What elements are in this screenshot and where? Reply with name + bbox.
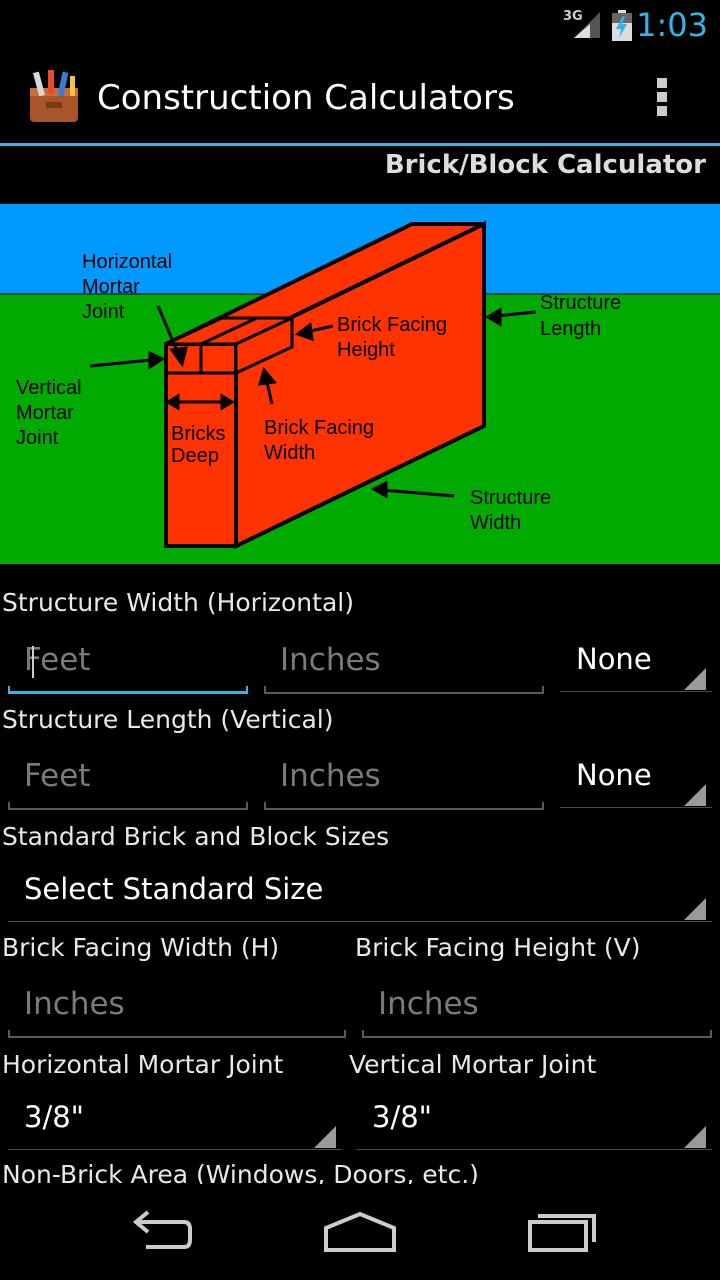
svg-text:Length: Length	[540, 318, 601, 340]
field-underline	[264, 802, 544, 810]
overflow-menu-icon[interactable]	[657, 78, 669, 118]
action-bar: Construction Calculators	[0, 50, 720, 144]
page-subtitle: Brick/Block Calculator	[384, 150, 706, 180]
svg-text:Mortar: Mortar	[82, 276, 140, 298]
standard-sizes-label: Standard Brick and Block Sizes	[2, 822, 390, 851]
svg-text:Mortar: Mortar	[16, 402, 74, 424]
dropdown-corner-icon	[684, 784, 706, 806]
structure-width-feet-field[interactable]	[8, 632, 248, 694]
diagram-label-structure-length: Structure	[540, 292, 621, 314]
svg-text:Joint: Joint	[82, 301, 125, 323]
toolbox-icon[interactable]	[26, 66, 82, 126]
standard-size-spinner[interactable]: Select Standard Size	[8, 862, 712, 924]
structure-length-fraction-spinner[interactable]: None	[560, 748, 712, 810]
structure-length-feet-field[interactable]	[8, 748, 248, 810]
brick-facing-width-field[interactable]	[8, 976, 346, 1038]
structure-width-label: Structure Width (Horizontal)	[2, 588, 354, 617]
battery-charging-icon	[612, 10, 632, 41]
field-underline	[8, 1030, 346, 1038]
svg-text:Joint: Joint	[16, 427, 59, 449]
text-cursor	[32, 646, 34, 678]
brick-facing-height-input[interactable]	[362, 976, 712, 1032]
dropdown-corner-icon	[684, 668, 706, 690]
brick-facing-width-label: Brick Facing Width (H)	[2, 933, 280, 962]
field-underline	[362, 1030, 712, 1038]
dropdown-corner-icon	[684, 898, 706, 920]
network-type: 3G	[563, 9, 583, 24]
diagram-label-structure-width: Structure	[470, 487, 551, 509]
diagram-label-brick-facing-width: Brick Facing	[264, 417, 374, 439]
diagram-label-bricks-deep: Bricks	[171, 423, 225, 445]
home-icon[interactable]	[322, 1202, 398, 1262]
horizontal-mortar-joint-label: Horizontal Mortar Joint	[2, 1050, 284, 1079]
vertical-mortar-joint-spinner[interactable]: 3/8"	[356, 1090, 712, 1152]
structure-length-label: Structure Length (Vertical)	[2, 705, 334, 734]
field-underline	[8, 686, 248, 694]
brick-facing-height-label: Brick Facing Height (V)	[355, 933, 641, 962]
app-title: Construction Calculators	[97, 78, 515, 118]
brick-wall-diagram: Horizontal Mortar Joint Vertical Mortar …	[0, 204, 720, 564]
dropdown-corner-icon	[314, 1126, 336, 1148]
recent-apps-icon[interactable]	[526, 1202, 600, 1262]
structure-width-inches-input[interactable]	[264, 632, 544, 688]
vertical-mortar-joint-label: Vertical Mortar Joint	[349, 1050, 597, 1079]
structure-width-feet-input[interactable]	[8, 632, 248, 688]
status-bar: 3G 1:03	[0, 0, 720, 50]
svg-text:Width: Width	[264, 442, 315, 464]
horizontal-mortar-joint-spinner[interactable]: 3/8"	[8, 1090, 342, 1152]
brick-facing-height-field[interactable]	[362, 976, 712, 1038]
brick-facing-width-input[interactable]	[8, 976, 346, 1032]
svg-text:Deep: Deep	[171, 445, 219, 467]
clock: 1:03	[636, 6, 708, 44]
signal-icon	[574, 12, 600, 38]
structure-width-fraction-spinner[interactable]: None	[560, 632, 712, 694]
structure-length-inches-input[interactable]	[264, 748, 544, 804]
dropdown-corner-icon	[684, 1126, 706, 1148]
field-underline	[8, 802, 248, 810]
diagram-label-vertical-mortar-joint: Vertical	[16, 377, 82, 399]
structure-width-inches-field[interactable]	[264, 632, 544, 694]
field-underline	[264, 686, 544, 694]
diagram-label-horizontal-mortar-joint: Horizontal	[82, 251, 172, 273]
navigation-bar	[0, 1184, 720, 1280]
diagram-label-brick-facing-height: Brick Facing	[337, 314, 447, 336]
back-icon[interactable]	[124, 1202, 196, 1262]
action-bar-divider	[0, 143, 720, 146]
svg-text:Height: Height	[337, 339, 395, 361]
structure-length-inches-field[interactable]	[264, 748, 544, 810]
structure-length-feet-input[interactable]	[8, 748, 248, 804]
svg-text:Width: Width	[470, 512, 521, 534]
